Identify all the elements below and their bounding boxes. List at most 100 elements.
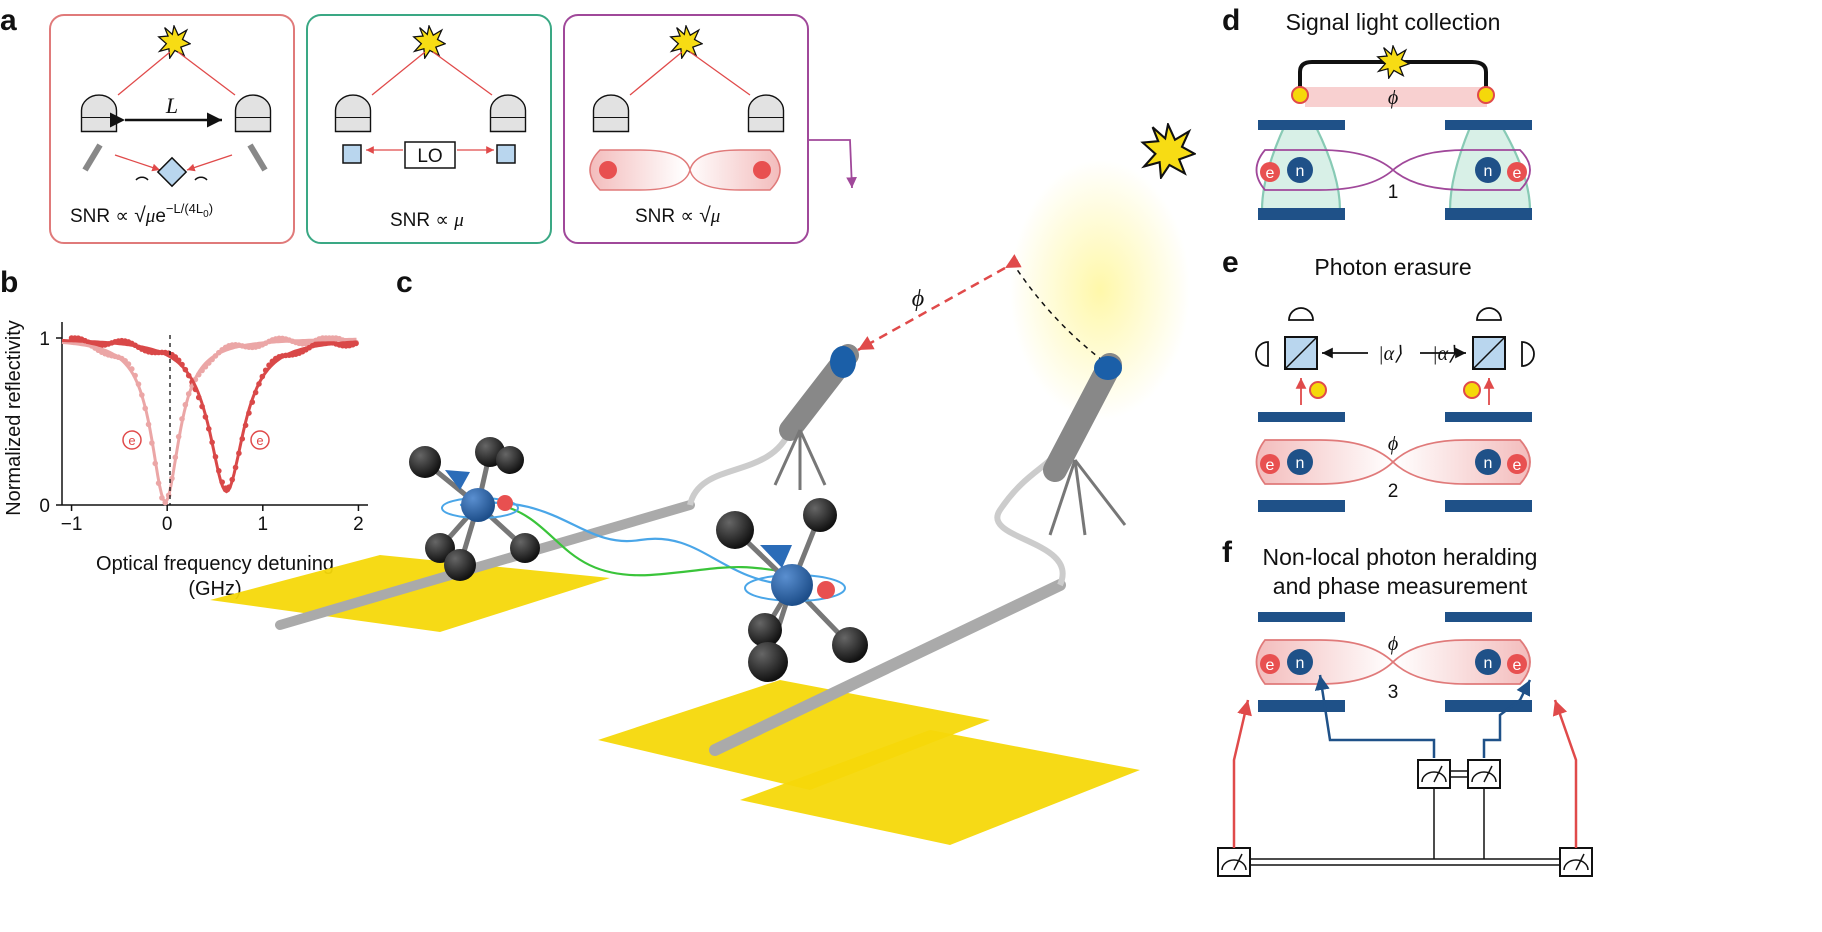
box-frame bbox=[306, 14, 552, 244]
panel-d-scheme: ϕ e n n e 1 bbox=[1255, 45, 1532, 220]
svg-text:n: n bbox=[1296, 655, 1305, 672]
panel-d-title: Signal light collection bbox=[1286, 9, 1501, 35]
waveguide-left bbox=[275, 500, 695, 630]
svg-text:n: n bbox=[1484, 455, 1493, 472]
svg-text:e: e bbox=[1266, 657, 1275, 674]
panel-a-box-2: LO SNR ∝ μ bbox=[306, 14, 552, 244]
snr-formula-1: SNR ∝ √μe−L/(4L0) bbox=[70, 201, 213, 227]
svg-text:n: n bbox=[1296, 455, 1305, 472]
detector-top-left-icon bbox=[1288, 307, 1314, 321]
defect-molecule-left bbox=[409, 437, 540, 581]
phase-label-e: ϕ bbox=[1388, 433, 1398, 455]
phase-label-f: ϕ bbox=[1388, 633, 1398, 655]
detector-top-right-icon bbox=[1476, 307, 1502, 321]
detector-side-left-icon bbox=[1255, 341, 1269, 367]
meter-icon bbox=[1467, 759, 1501, 789]
distance-label: L bbox=[165, 93, 178, 118]
entanglement-link-blue bbox=[459, 501, 791, 587]
chip-right-b bbox=[740, 730, 1140, 845]
meter-icon bbox=[1217, 847, 1251, 877]
x-tick-label: 1 bbox=[258, 514, 269, 535]
lo-label: LO bbox=[417, 146, 442, 167]
panel-a-box-1: L SNR ∝ √μe−L/(4L0) bbox=[49, 14, 295, 244]
telescope-left-icon bbox=[592, 94, 630, 133]
spin-down-label: e bbox=[128, 433, 135, 448]
emitter-star-icon bbox=[413, 25, 446, 59]
qubit-right-icon bbox=[753, 161, 771, 179]
panel-letter-b: b bbox=[0, 266, 18, 299]
qubit-left-icon bbox=[599, 161, 617, 179]
telescope-right-icon bbox=[489, 94, 527, 133]
box-frame bbox=[49, 14, 295, 244]
beamsplitter-left-icon bbox=[342, 144, 362, 164]
svg-text:e: e bbox=[1266, 457, 1275, 474]
chart-xlabel-line-2: (GHz) bbox=[188, 578, 241, 600]
phase-label-c: ϕ bbox=[912, 286, 924, 312]
y-tick-label: 1 bbox=[39, 329, 50, 350]
step-number-2: 2 bbox=[1388, 481, 1399, 502]
panel-letter-d: d bbox=[1222, 4, 1240, 37]
snr-formula-2: SNR ∝ μ bbox=[390, 210, 464, 231]
telescope-left-lens bbox=[830, 346, 856, 378]
panel-f-title-line-2: and phase measurement bbox=[1273, 573, 1528, 599]
emitter-star-icon bbox=[670, 25, 703, 59]
panel-f-title-line-1: Non-local photon heralding bbox=[1263, 544, 1538, 570]
telescope-right-icon bbox=[234, 94, 272, 133]
x-tick-label: 0 bbox=[162, 514, 173, 535]
phase-label-d: ϕ bbox=[1388, 87, 1398, 109]
chip-right-a bbox=[598, 680, 990, 790]
telescope-left-icon bbox=[80, 94, 118, 133]
telescope-right-tube bbox=[1043, 353, 1122, 482]
entanglement-link-green bbox=[499, 503, 801, 577]
step-number-3: 3 bbox=[1388, 682, 1399, 703]
telescope-right-lens bbox=[1094, 356, 1122, 380]
svg-text:n: n bbox=[1296, 163, 1305, 180]
spin-down-marker bbox=[122, 430, 142, 450]
panel-e-scheme: |α⟩ |α⟩ ϕ e n n e 2 bbox=[1255, 307, 1535, 512]
next-step-arrow bbox=[808, 139, 857, 189]
defect-molecule-right bbox=[716, 498, 868, 682]
fit-curve-2 bbox=[62, 339, 357, 494]
svg-text:n: n bbox=[1484, 163, 1493, 180]
panel-letter-e: e bbox=[1222, 246, 1239, 279]
beamsplitter-right-icon bbox=[496, 144, 516, 164]
x-tick-label: 2 bbox=[353, 514, 364, 535]
chart-ylabel: Normalized reflectivity bbox=[3, 320, 25, 516]
entangled-cavity-shape bbox=[589, 149, 781, 191]
local-oscillator-box bbox=[404, 141, 456, 169]
svg-text:e: e bbox=[1513, 457, 1522, 474]
meter-icon bbox=[1417, 759, 1451, 789]
box-frame bbox=[563, 14, 809, 244]
svg-text:n: n bbox=[1484, 655, 1493, 672]
spin-up-label: e bbox=[256, 433, 263, 448]
baseline-arrow bbox=[857, 254, 1022, 352]
coherent-state-label-left: |α⟩ bbox=[1378, 343, 1402, 365]
svg-text:e: e bbox=[1513, 165, 1522, 182]
panel-letter-c: c bbox=[396, 266, 413, 299]
telescope-left-icon bbox=[334, 94, 372, 133]
chart-xlabel-line-1: Optical frequency detuning bbox=[96, 553, 334, 575]
light-wavefront-glow bbox=[1010, 160, 1190, 420]
detector-side-right-icon bbox=[1521, 341, 1535, 367]
fiber-right bbox=[994, 457, 1066, 587]
panel-letter-a: a bbox=[0, 4, 17, 37]
snr-formula-3: SNR ∝ √μ bbox=[635, 204, 720, 227]
panel-e-title: Photon erasure bbox=[1314, 254, 1471, 280]
fiber-left bbox=[687, 428, 793, 506]
spin-up-marker bbox=[250, 430, 270, 450]
telescope-right-icon bbox=[747, 94, 785, 133]
waveguide-right bbox=[709, 579, 1066, 756]
panel-letter-f: f bbox=[1222, 536, 1233, 569]
meter-icon bbox=[1559, 847, 1593, 877]
beamsplitter-icon bbox=[156, 156, 188, 188]
panel-a-box-3: SNR ∝ √μ bbox=[563, 14, 857, 244]
step-number-1: 1 bbox=[1388, 182, 1399, 203]
coherent-state-label-right: |α⟩ bbox=[1432, 343, 1456, 365]
emitter-star-icon bbox=[158, 25, 191, 59]
y-tick-label: 0 bbox=[39, 496, 50, 517]
panel-f-scheme: ϕ e n n e 3 bbox=[1217, 612, 1593, 877]
sun-emitter-icon bbox=[1141, 123, 1196, 179]
svg-text:e: e bbox=[1266, 165, 1275, 182]
